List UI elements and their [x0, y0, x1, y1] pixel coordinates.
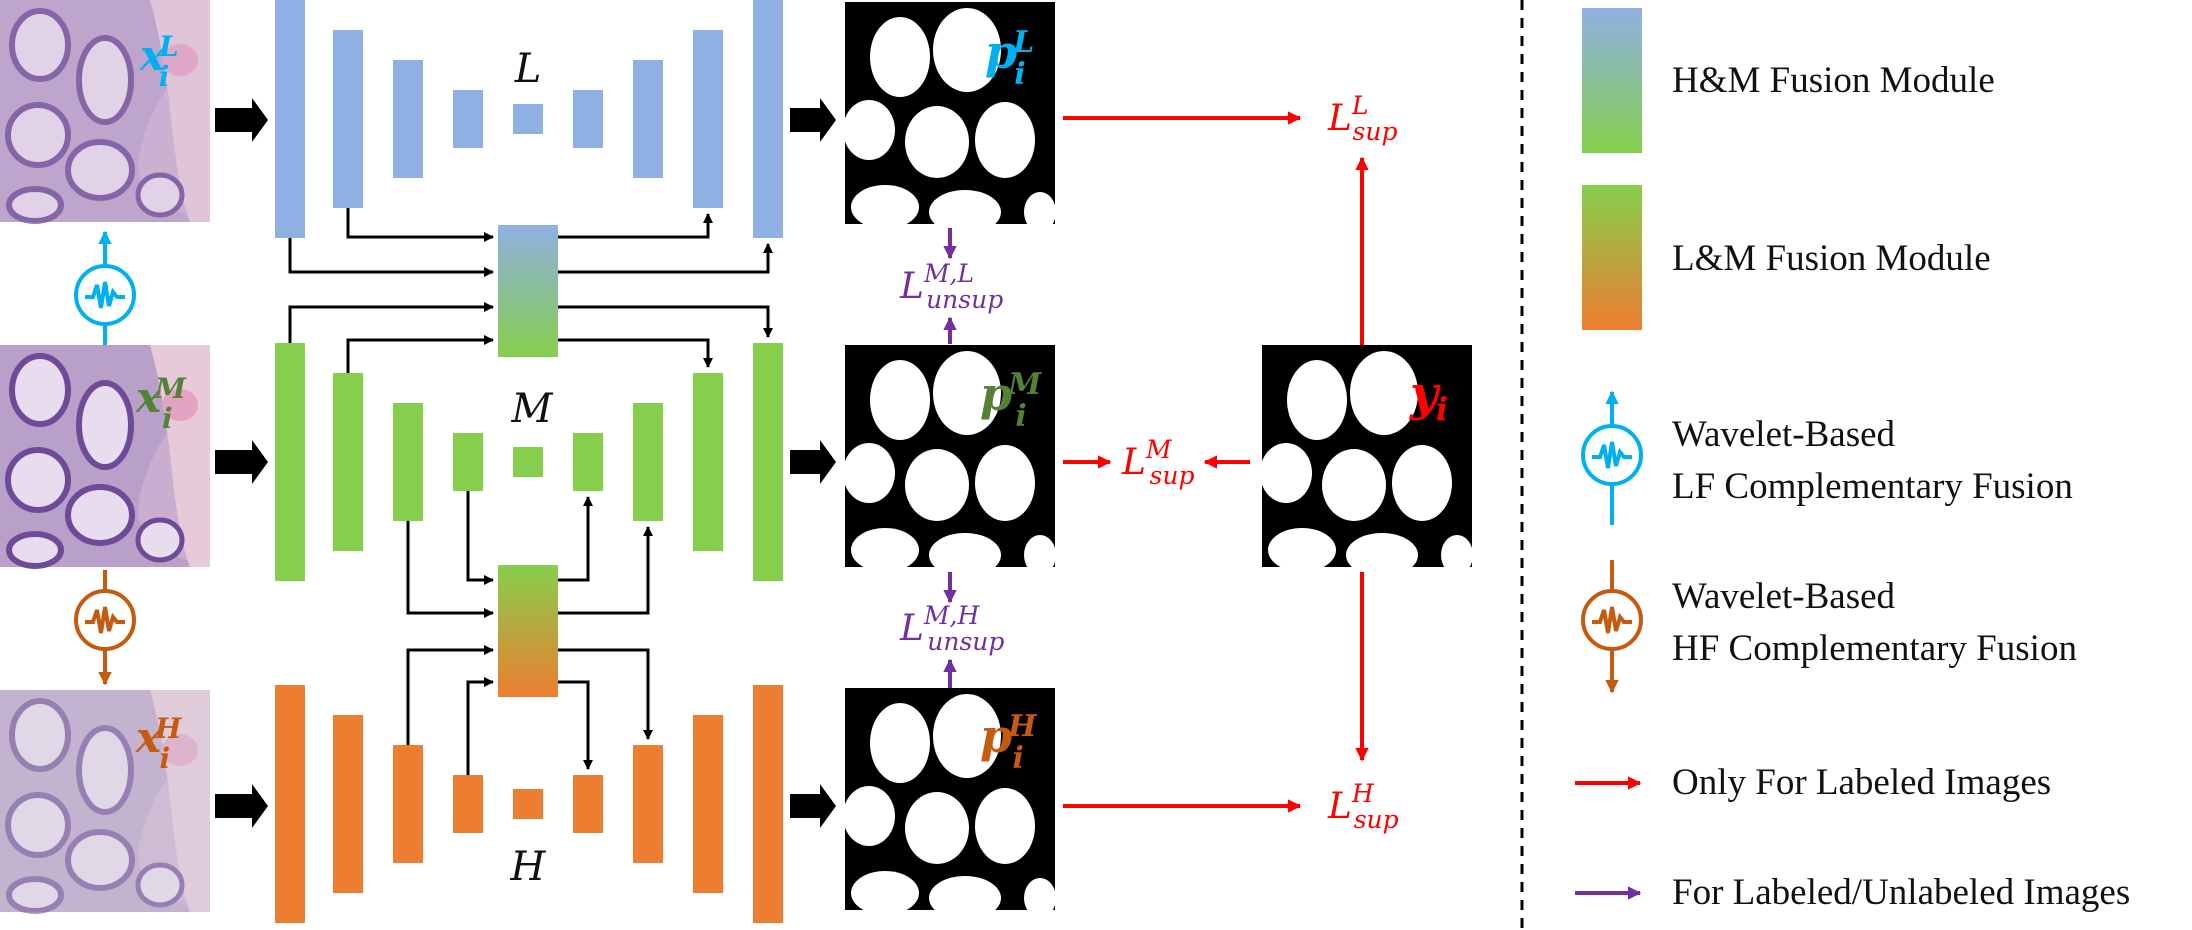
legend-hm-label: H&M Fusion Module [1672, 60, 1995, 101]
legend-lm-label: L&M Fusion Module [1672, 238, 1991, 279]
legend-lf-line1: Wavelet-Based [1672, 414, 1896, 455]
ground-truth-mask [1260, 345, 1473, 577]
branch-label-H: H [510, 844, 547, 890]
legend-lm-swatch [1582, 185, 1642, 330]
hm-fusion-module [498, 225, 558, 357]
input-image-L [0, 0, 210, 222]
legend-hm-swatch [1582, 8, 1642, 153]
legend-hf-icon [1581, 560, 1643, 694]
input-image-H [0, 690, 210, 912]
legend-hf-line2: HF Complementary Fusion [1672, 628, 2077, 669]
network-M [275, 343, 783, 581]
fusion-connections [288, 208, 774, 775]
supervised-arrows [1063, 111, 1369, 813]
output-arrows [790, 98, 836, 828]
network-L [275, 0, 783, 238]
legend-labeled-label: Only For Labeled Images [1672, 762, 2052, 803]
lm-fusion-module [498, 565, 558, 697]
legend-lf-icon [1581, 390, 1643, 525]
network-H [275, 685, 783, 923]
input-arrows [215, 98, 268, 828]
legend-unlabeled-label: For Labeled/Unlabeled Images [1672, 872, 2131, 913]
branch-label-L: L [514, 46, 542, 92]
wavelet-hf-icon [74, 570, 136, 686]
wavelet-lf-icon [74, 230, 136, 345]
legend-hf-line1: Wavelet-Based [1672, 576, 1896, 617]
branch-label-M: M [511, 386, 554, 432]
gt-label: yi [1409, 366, 1448, 428]
legend-lf-line2: LF Complementary Fusion [1672, 466, 2073, 507]
